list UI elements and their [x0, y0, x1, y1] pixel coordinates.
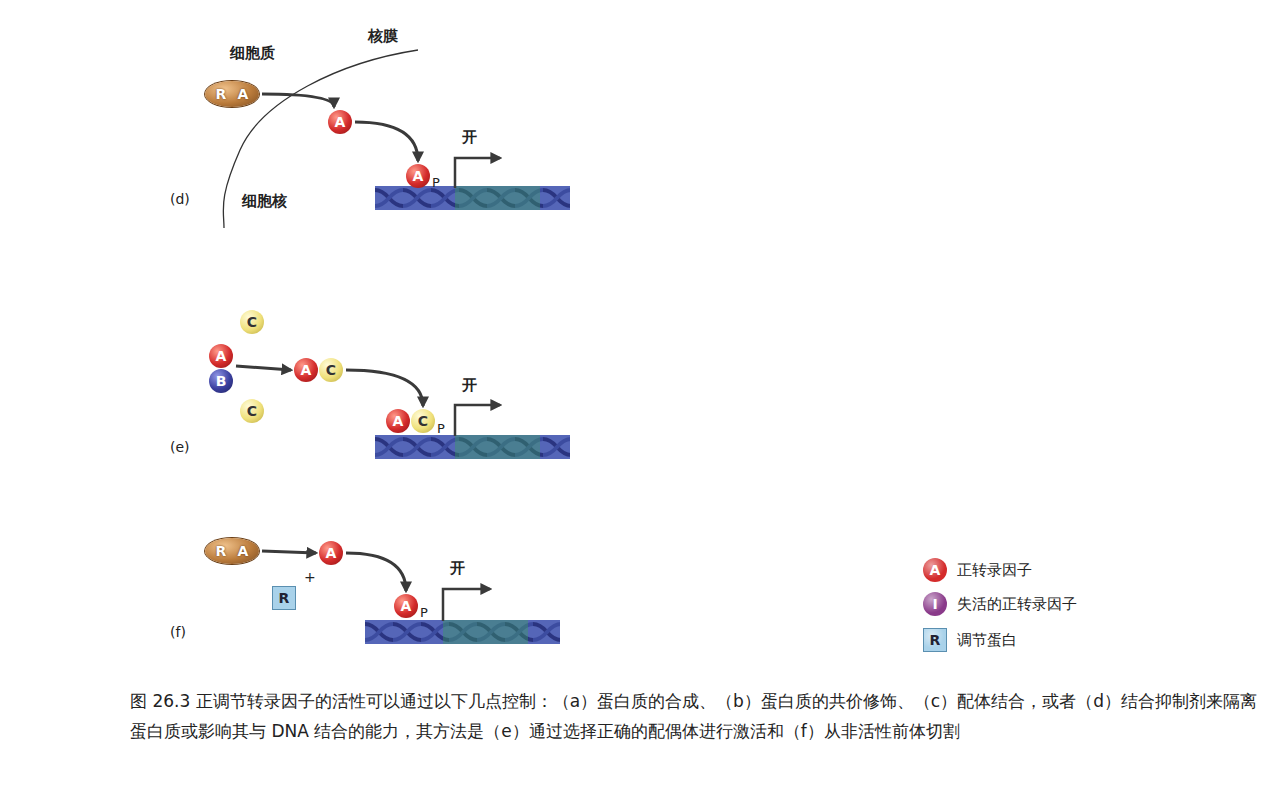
legend-swatch: R: [923, 628, 947, 652]
membrane-label: 核膜: [368, 27, 398, 45]
node-text: A: [216, 349, 227, 363]
protein-circle: C: [240, 399, 264, 423]
node-text: A: [326, 546, 337, 560]
legend-text: 正转录因子: [957, 561, 1032, 580]
protein-circle: A: [319, 541, 343, 565]
region-label: 细胞质: [230, 44, 275, 62]
panel-label: (d): [170, 191, 190, 208]
protein-circle: A: [209, 344, 233, 368]
protein-circle: C: [240, 310, 264, 334]
arrow-connector: [355, 122, 418, 161]
node-text: R: [216, 87, 227, 101]
node-text: C: [326, 363, 336, 377]
protein-circle: C: [411, 409, 435, 433]
protein-circle: A: [328, 110, 352, 134]
node-text: R: [279, 591, 290, 605]
arrow-connector: [346, 370, 423, 406]
swatch-letter: I: [932, 596, 937, 612]
arrow-connector: [262, 551, 316, 553]
region-label: 细胞核: [242, 192, 287, 210]
plus-sign: +: [304, 569, 316, 586]
node-text: B: [216, 374, 227, 388]
start-arrow: [443, 589, 490, 621]
node-text: C: [418, 414, 428, 428]
node-text: C: [247, 315, 257, 329]
promoter-label: P: [432, 175, 440, 191]
legend-text: 调节蛋白: [957, 631, 1017, 650]
precursor-complex: RA: [205, 538, 259, 564]
node-text: A: [401, 599, 412, 613]
dna-helix: [365, 620, 560, 644]
node-text: A: [393, 414, 404, 428]
legend-row: I 失活的正转录因子: [923, 592, 1077, 616]
start-arrow: [455, 405, 500, 436]
protein-circle: B: [209, 369, 233, 393]
on-label: 开: [462, 376, 477, 394]
node-text: A: [413, 169, 424, 183]
promoter-label: P: [420, 605, 428, 621]
node-text: A: [238, 544, 249, 558]
precursor-complex: RA: [205, 81, 259, 107]
regulator-box: R: [272, 586, 296, 610]
arrow-connector: [346, 553, 406, 591]
node-text: A: [301, 363, 312, 377]
protein-circle: A: [386, 409, 410, 433]
arrow-connector: [236, 366, 291, 370]
swatch-letter: A: [930, 562, 941, 578]
swatch-letter: R: [930, 632, 941, 648]
on-label: 开: [462, 128, 477, 146]
panel-label: (e): [170, 439, 190, 456]
on-label: 开: [450, 559, 465, 577]
start-arrow: [455, 158, 500, 188]
legend-row: A 正转录因子: [923, 558, 1032, 582]
promoter-label: P: [437, 421, 445, 437]
node-text: A: [335, 115, 346, 129]
node-text: A: [238, 87, 249, 101]
dna-helix: [375, 186, 570, 210]
node-text: C: [247, 404, 257, 418]
panel-label: (f): [170, 624, 186, 641]
arrow-connector: [262, 94, 334, 107]
dna-helix: [375, 435, 570, 459]
protein-circle: C: [319, 358, 343, 382]
legend-swatch: I: [923, 592, 947, 616]
legend-swatch: A: [923, 558, 947, 582]
node-text: R: [216, 544, 227, 558]
figure-caption: 图 26.3 正调节转录因子的活性可以通过以下几点控制：（a）蛋白质的合成、（b…: [130, 686, 1260, 746]
legend-row: R 调节蛋白: [923, 628, 1017, 652]
legend-text: 失活的正转录因子: [957, 595, 1077, 614]
protein-circle: A: [294, 358, 318, 382]
protein-circle: A: [406, 164, 430, 188]
protein-circle: A: [394, 594, 418, 618]
